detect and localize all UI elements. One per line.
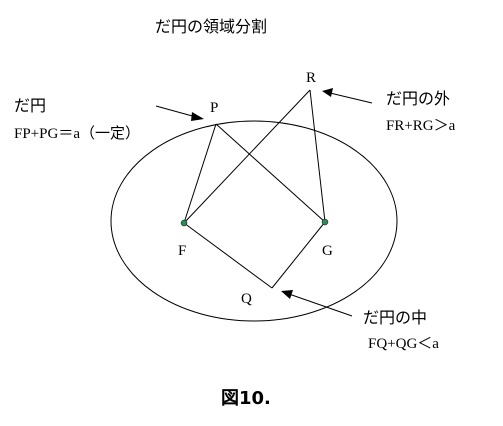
focus-g-dot [321, 218, 329, 226]
figure-caption: 図10. [221, 388, 271, 409]
focus-f-dot [180, 219, 188, 227]
arrow-to-r [322, 88, 373, 104]
annotation-on-ellipse-heading: だ円 [14, 96, 46, 115]
annotation-outside-heading: だ円の外 [386, 89, 450, 108]
arrow-to-q [281, 290, 353, 317]
annotation-outside-condition: FR+RG＞a [386, 118, 456, 134]
point-label-p: P [210, 100, 218, 116]
point-label-q: Q [241, 291, 252, 307]
annotation-inside-condition: FQ+QG＜a [368, 336, 439, 352]
point-label-g: G [322, 243, 333, 259]
segment-fp [183, 123, 217, 224]
annotation-on-ellipse-condition: FP+PG＝a（一定） [14, 125, 140, 142]
point-label-r: R [306, 70, 316, 86]
segment-fq [183, 222, 273, 289]
annotation-inside-heading: だ円の中 [363, 308, 427, 327]
point-label-f: F [178, 243, 186, 259]
segment-pg [215, 123, 326, 223]
diagram-title: だ円の領域分割 [155, 17, 267, 36]
segment-qg [271, 221, 326, 289]
ellipse-outline [110, 120, 398, 322]
arrow-to-p [155, 105, 204, 121]
segment-fr [183, 89, 311, 224]
segment-rg [309, 89, 326, 223]
